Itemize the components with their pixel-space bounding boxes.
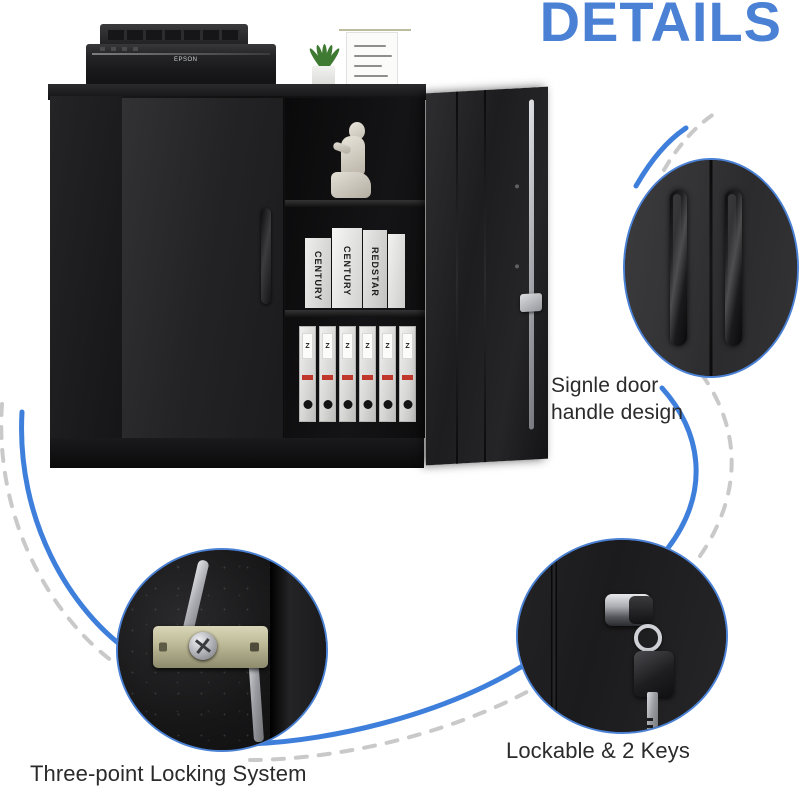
decor-statue: [329, 122, 371, 200]
statue-head: [349, 122, 365, 140]
key-head-icon: [634, 651, 675, 698]
sign-text-line: [354, 55, 392, 57]
door-handle-icon[interactable]: [261, 208, 271, 304]
cabinet-base: [50, 438, 424, 468]
binder-accent-stripe: [382, 375, 393, 380]
lock-bubble-background: [518, 540, 726, 732]
binder-label: Z: [362, 333, 373, 359]
door-edge: [551, 540, 558, 732]
connector-dashed-right: [698, 370, 734, 558]
door-handle-icon: [669, 190, 687, 346]
binder: Z: [399, 326, 416, 422]
statue-legs: [331, 172, 371, 198]
binder-row: Z Z Z Z: [299, 326, 417, 426]
caption-handle-design: Signle door handle design: [551, 374, 684, 424]
binder-accent-stripe: [342, 375, 353, 380]
phillips-screw-icon: [188, 632, 217, 660]
decor-sign-card: [339, 29, 411, 88]
printer-body: EPSON: [86, 44, 276, 86]
keyring-icon: [634, 624, 663, 653]
printer-trim: [92, 53, 270, 55]
door-screw: [515, 184, 519, 189]
cabinet-interior: CENTURY CENTURY REDSTAR Z Z Z: [285, 98, 425, 438]
caption-lockable: Lockable & 2 Keys: [506, 738, 690, 763]
binder-finger-hole: [323, 400, 332, 409]
cabinet-left-door[interactable]: [122, 98, 284, 456]
printer-brand-label: EPSON: [174, 57, 198, 63]
shelf: [285, 200, 425, 207]
key-blade-icon: [646, 691, 658, 732]
door-screw: [515, 264, 519, 269]
binder-accent-stripe: [362, 375, 373, 380]
binder-label: Z: [322, 333, 333, 359]
door-panel-seam: [456, 91, 458, 464]
binder: Z: [379, 326, 396, 422]
caption-three-point: Three-point Locking System: [30, 761, 307, 786]
binder-label: Z: [302, 333, 313, 359]
statue-torso: [341, 136, 365, 176]
printer-buttons: [100, 47, 142, 51]
book: [388, 234, 405, 308]
binder-label: Z: [342, 333, 353, 359]
book: REDSTAR: [363, 230, 387, 308]
binder-accent-stripe: [402, 375, 413, 380]
locking-rod: [529, 99, 534, 430]
binder-accent-stripe: [322, 375, 333, 380]
detail-bubble-three-point: [116, 548, 328, 752]
binder-finger-hole: [343, 400, 352, 409]
printer: EPSON: [86, 24, 276, 86]
potted-plant: [306, 36, 342, 88]
sign-text-line: [354, 75, 388, 77]
binder-finger-hole: [303, 400, 312, 409]
printer-paper-tray: [100, 24, 248, 46]
plant-pot: [312, 66, 335, 88]
detail-bubble-lock: [516, 538, 728, 734]
shelf: [285, 310, 425, 317]
product-photo: EPSON: [38, 6, 558, 486]
binder-label: Z: [402, 333, 413, 359]
binder-finger-hole: [363, 400, 372, 409]
binder-finger-hole: [383, 400, 392, 409]
binder-finger-hole: [403, 400, 412, 409]
sign-rail: [339, 29, 411, 31]
door-handle-icon: [724, 190, 742, 346]
door-panel-edge: [269, 550, 326, 750]
book-stack: CENTURY CENTURY REDSTAR: [305, 226, 409, 308]
book: CENTURY: [332, 228, 362, 308]
door-panel-seam: [484, 90, 486, 463]
binder-accent-stripe: [302, 375, 313, 380]
cabinet-right-door-open[interactable]: [426, 86, 548, 466]
book: CENTURY: [305, 238, 331, 308]
cabinet-left-side-panel: [50, 96, 122, 466]
sign-text-line: [354, 45, 386, 47]
page-title: DETAILS: [539, 0, 782, 53]
door-seam: [709, 160, 713, 376]
binder: Z: [339, 326, 356, 422]
binder: Z: [299, 326, 316, 422]
binder-label: Z: [382, 333, 393, 359]
rod-catch-bracket: [520, 292, 542, 313]
binder: Z: [319, 326, 336, 422]
lock-cylinder-icon: [605, 593, 654, 626]
sign-text-line: [354, 65, 382, 67]
detail-bubble-handle: [623, 158, 799, 378]
binder: Z: [359, 326, 376, 422]
